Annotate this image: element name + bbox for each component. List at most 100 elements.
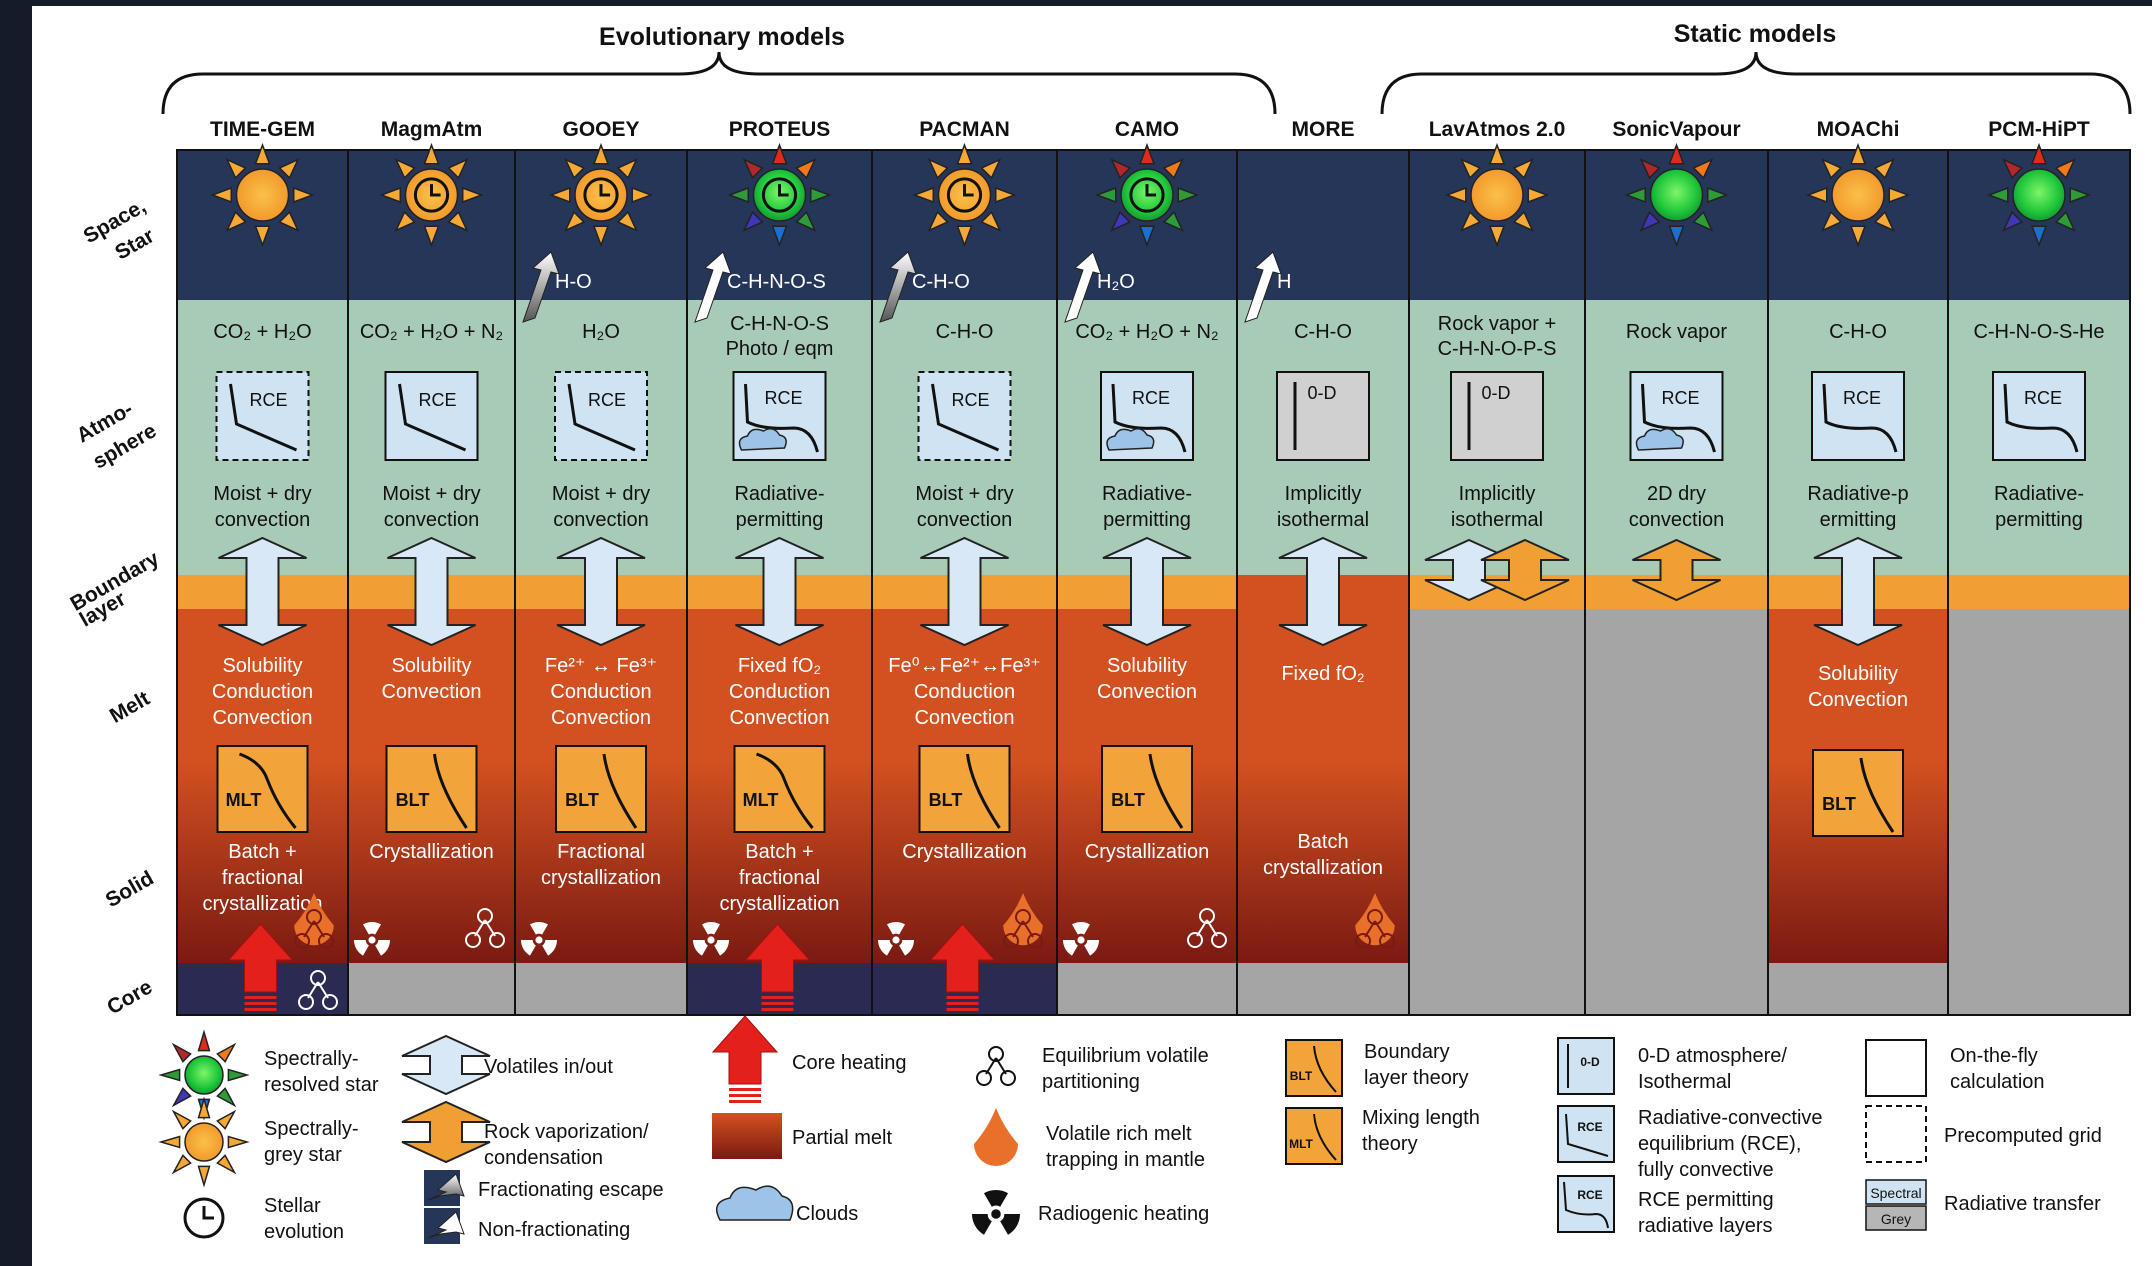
core-heating-icon — [744, 923, 811, 1011]
solid-process: Batch + — [745, 841, 813, 863]
melt-profile-curve — [1148, 753, 1184, 829]
zero-d-profile-icon: 0-D — [1276, 371, 1370, 461]
star-ray — [616, 158, 638, 180]
clock-hands — [778, 184, 789, 197]
profile-curve — [1822, 383, 1898, 453]
blt-box-icon: BLT — [385, 745, 478, 833]
legend-label: layer theory — [1364, 1067, 1469, 1089]
core-row — [1237, 963, 1409, 1015]
profile-tag: RCE — [1577, 1188, 1602, 1202]
droplet — [1003, 893, 1043, 946]
atmosphere-method: Implicitly — [1285, 483, 1362, 505]
atom — [1015, 909, 1031, 925]
rce-profile-icon: RCE — [732, 371, 827, 461]
profile-tag: RCE — [1132, 388, 1170, 408]
solid-process: Batch + — [228, 841, 296, 863]
fractionating-escape-icon — [427, 1173, 465, 1201]
legend-label: Fractionating escape — [478, 1179, 664, 1201]
profile-tag: RCE — [1577, 1120, 1602, 1134]
legend-label: Clouds — [796, 1203, 858, 1225]
atom — [1355, 933, 1371, 949]
grey-tag: Grey — [1881, 1211, 1911, 1227]
atom — [1003, 933, 1019, 949]
atmosphere-species: Rock vapor — [1626, 321, 1727, 343]
legend: Spectrally-resolved starSpectrally-grey … — [158, 1015, 2102, 1244]
profile-curve — [931, 383, 1000, 452]
radiation-blade — [530, 922, 548, 935]
star-ray — [1668, 225, 1685, 248]
melt-model-tag: BLT — [396, 790, 430, 810]
volatiles-arrow-icon — [735, 536, 824, 647]
melt-process: Convection — [1097, 681, 1197, 703]
atom — [465, 932, 481, 948]
legend-label: equilibrium (RCE), — [1638, 1133, 1801, 1155]
profile-curve — [229, 383, 298, 452]
melt-profile-curve — [238, 752, 297, 829]
zero-d-profile-icon: 0-D — [1450, 371, 1544, 461]
melt-process: Fe⁰↔Fe²⁺↔Fe³⁺ — [888, 655, 1040, 677]
heat-stripe — [946, 1002, 979, 1005]
star-ray — [1821, 158, 1843, 180]
escape-species: H — [1277, 271, 1291, 293]
atom — [306, 909, 322, 925]
legend-label: Rock vaporization/ — [484, 1121, 649, 1143]
mlt-box-icon: MLT — [216, 745, 309, 833]
radiation-blade — [521, 940, 536, 956]
legend-label: grey star — [264, 1144, 342, 1166]
rock-vapor-arrow-icon — [1632, 538, 1721, 602]
melt-profile-curve — [602, 753, 638, 829]
atom — [1000, 1070, 1016, 1086]
equilibrium-partitioning-icon — [294, 909, 334, 949]
melt-process: Conduction — [550, 681, 651, 703]
equilibrium-partitioning-icon — [1355, 909, 1395, 949]
star-ray — [1849, 142, 1867, 165]
solid-process: crystallization — [719, 893, 839, 915]
radiation-core — [1077, 936, 1085, 944]
solid-process: crystallization — [202, 893, 322, 915]
star-disc — [184, 1055, 224, 1095]
star-ray — [197, 1029, 211, 1052]
volatiles-arrow-icon — [920, 536, 1009, 647]
radiation-blade — [363, 922, 381, 935]
star-ray — [171, 1042, 192, 1063]
model-name: MORE — [1292, 118, 1355, 141]
profile-tag: RCE — [951, 390, 989, 410]
clock-hands — [599, 184, 611, 197]
heat-stripe — [761, 996, 794, 999]
mlt-box-icon: MLT — [733, 745, 826, 833]
star-ray — [1110, 210, 1132, 232]
blt-box-icon: BLT — [1101, 745, 1193, 833]
melt-process: Solubility — [1818, 663, 1898, 685]
escape-species: C-H-N-O-S — [727, 271, 826, 293]
rce-profile-icon: RCE — [1629, 371, 1724, 461]
star-ray — [809, 186, 832, 204]
heat-stripe — [244, 1002, 277, 1005]
legend-label: Mixing length — [1362, 1107, 1480, 1129]
star-ray — [742, 210, 764, 232]
star-ray — [912, 186, 935, 204]
rock-vapor-arrow-icon — [1480, 538, 1570, 602]
legend-label: Stellar — [264, 1195, 321, 1217]
melt-profile-curve — [1313, 1045, 1337, 1093]
profile-tag: RCE — [249, 390, 287, 410]
volatiles-arrow-icon — [556, 536, 646, 647]
grey-star-icon — [912, 142, 1017, 248]
legend-label: 0-D atmosphere/ — [1638, 1045, 1787, 1067]
star-disc — [1831, 168, 1885, 222]
star-ray — [980, 158, 1002, 180]
melt-process: Solubility — [222, 655, 302, 677]
grey-star-icon — [379, 142, 484, 248]
star-ray — [216, 1042, 237, 1063]
star-ray — [379, 186, 402, 204]
clock-face — [1129, 177, 1165, 213]
escape-species: C-H-O — [912, 271, 970, 293]
star-disc — [2012, 168, 2066, 222]
atom — [1199, 908, 1215, 924]
radiation-core — [892, 936, 900, 944]
melt-process: Fixed fO₂ — [738, 655, 821, 677]
profile-curve — [398, 383, 467, 452]
